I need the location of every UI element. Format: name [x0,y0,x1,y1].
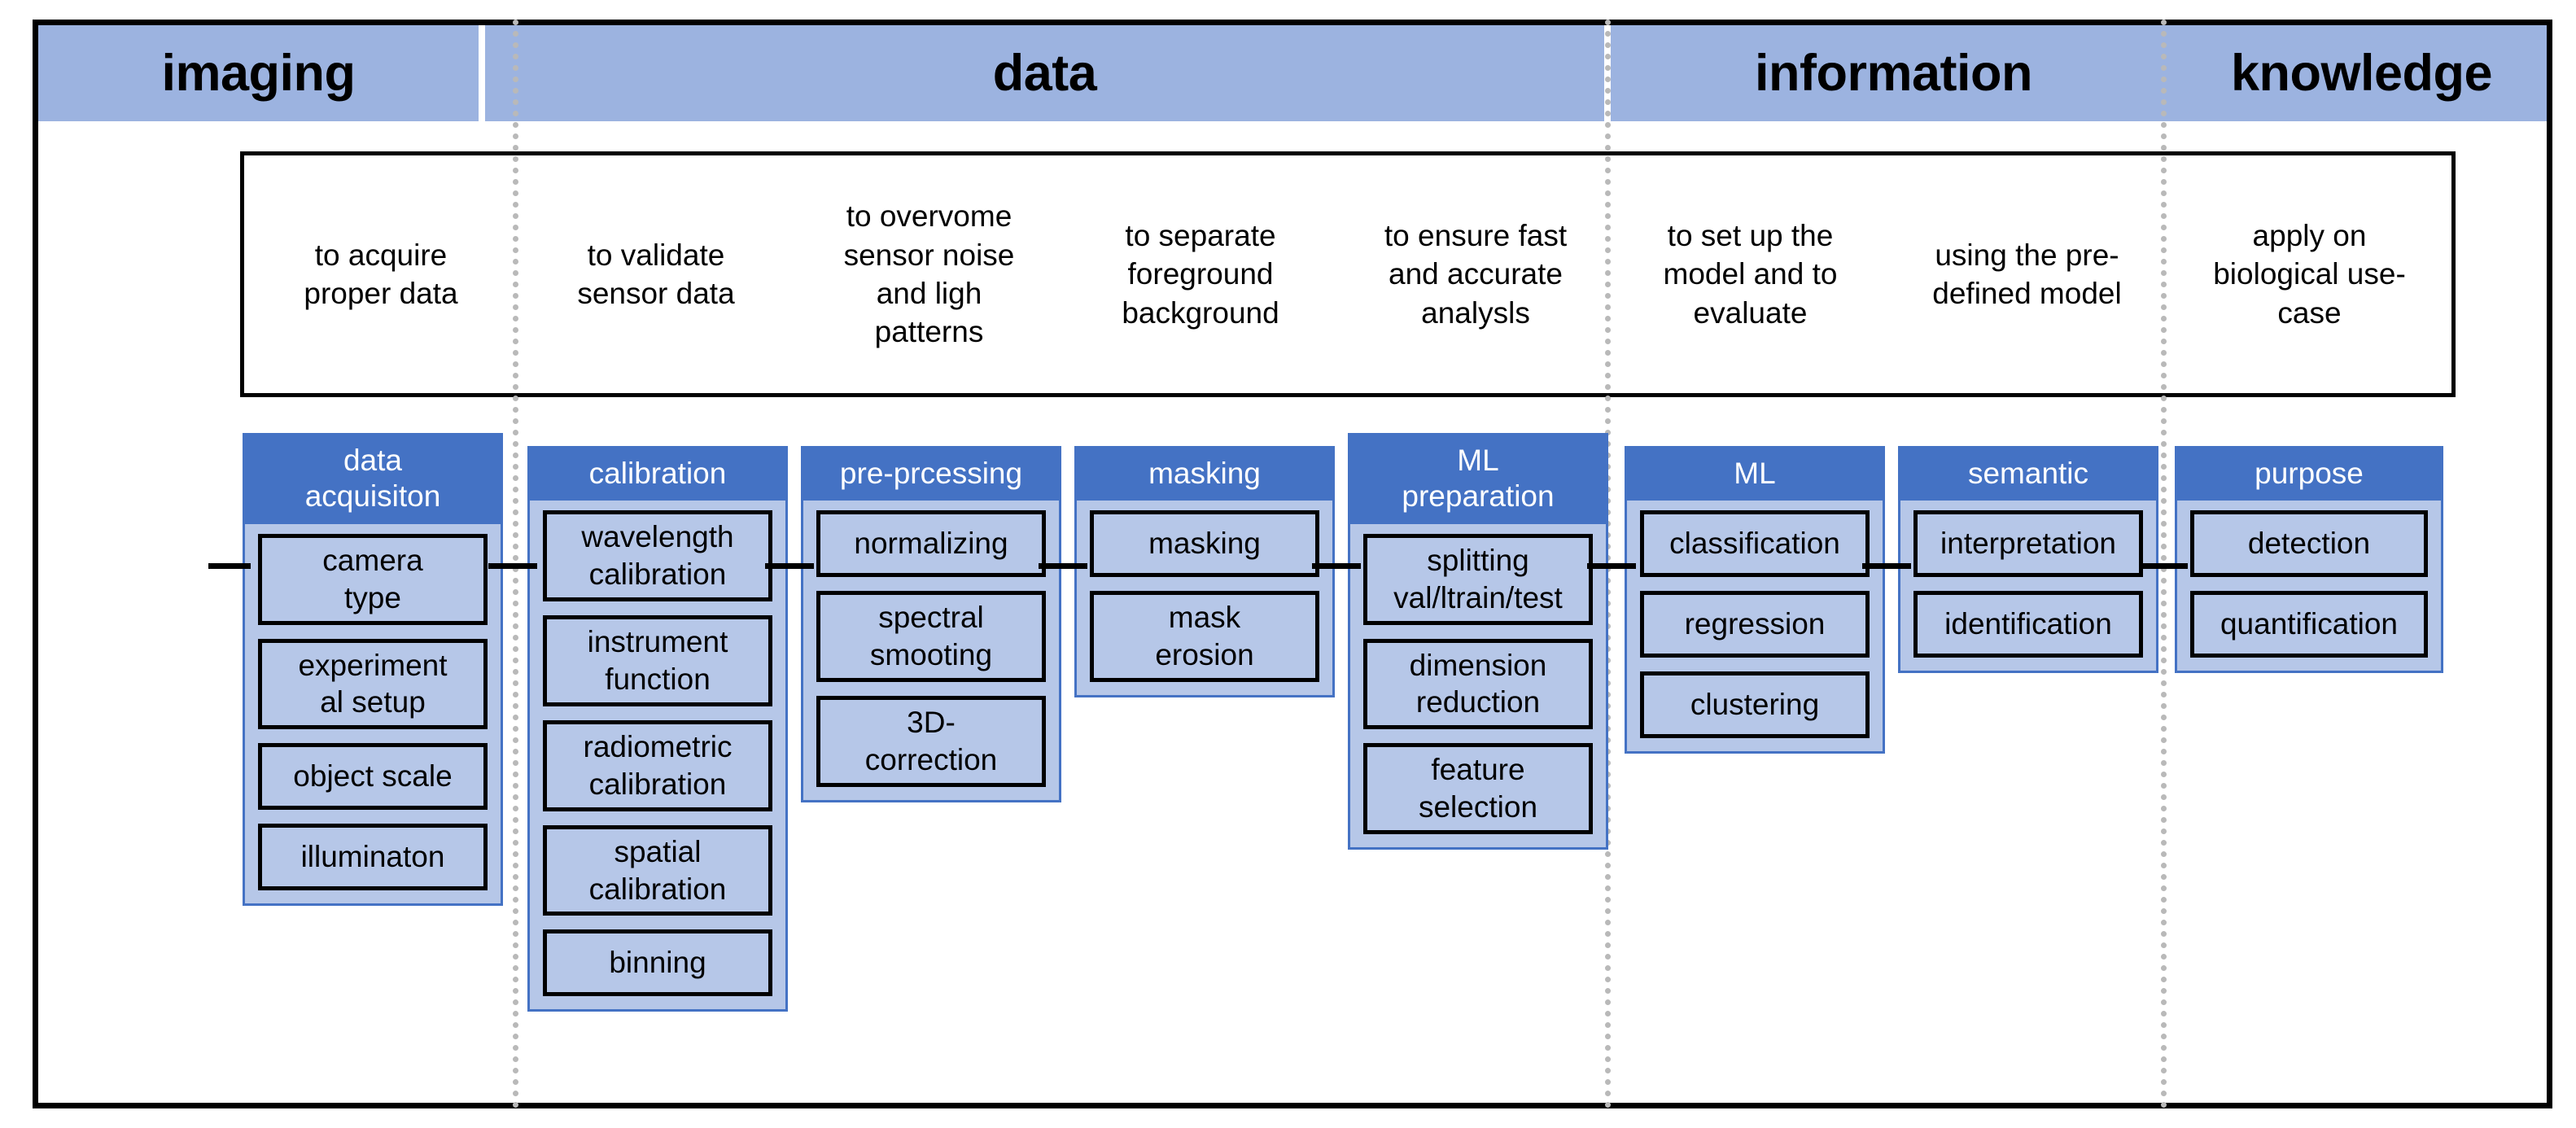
group-semantic[interactable]: semantic interpretation identification [1898,446,2158,674]
stage-cell-knowledge[interactable]: knowledge [2176,25,2547,121]
description-cell-3: to separate foreground background [1064,155,1337,393]
description-cell-0: to acquire proper data [244,155,518,393]
description-text-5: to set up the model and to evaluate [1663,218,1838,330]
group-header-semantic: semantic [1900,448,2156,501]
stage-cell-information[interactable]: information [1611,25,2176,121]
item-splitting-val-train-test[interactable]: splitting val/ltrain/test [1363,533,1593,625]
diagram-outer-frame [33,20,2552,1108]
group-pre-processing[interactable]: pre-prcessing normalizing spectral smoot… [801,446,1061,802]
item-classification[interactable]: classification [1640,510,1870,578]
item-experimental-setup[interactable]: experiment al setup [258,638,488,730]
connector-line-7 [2139,563,2188,569]
group-items-ml: classification regression clustering [1627,501,1883,739]
description-text-4: to ensure fast and accurate analysls [1384,218,1568,330]
description-text-6: using the pre- defined model [1932,238,2122,310]
group-purpose[interactable]: purpose detection quantification [2175,446,2443,674]
description-text-1: to validate sensor data [577,238,735,310]
item-feature-selection[interactable]: feature selection [1363,743,1593,835]
group-items-semantic: interpretation identification [1900,501,2156,658]
group-header-ml-preparation: ML preparation [1350,435,1606,524]
group-header-pre-processing: pre-prcessing [803,448,1059,501]
connector-line-5 [1587,563,1636,569]
description-text-2: to overvome sensor noise and ligh patter… [843,199,1015,349]
item-normalizing[interactable]: normalizing [816,510,1046,578]
description-cell-5: to set up the model and to evaluate [1614,155,1887,393]
group-ml-preparation[interactable]: ML preparation splitting val/ltrain/test… [1348,433,1608,850]
item-camera-type[interactable]: camera type [258,533,488,625]
stage-label-information: information [1755,44,2032,102]
item-radiometric-calibration[interactable]: radiometric calibration [543,719,772,811]
group-header-masking: masking [1077,448,1332,501]
group-items-calibration: wavelength calibration instrument functi… [530,501,785,997]
stage-gap-1 [479,25,485,121]
description-cell-7: apply on biological use- case [2167,155,2451,393]
item-detection[interactable]: detection [2190,510,2428,578]
group-items-pre-processing: normalizing spectral smooting 3D- correc… [803,501,1059,787]
group-header-purpose: purpose [2177,448,2441,501]
group-items-purpose: detection quantification [2177,501,2441,658]
group-masking[interactable]: masking masking mask erosion [1074,446,1335,698]
group-calibration[interactable]: calibration wavelength calibration instr… [527,446,788,1012]
item-spatial-calibration[interactable]: spatial calibration [543,824,772,916]
item-instrument-function[interactable]: instrument function [543,615,772,706]
connector-line-2 [765,563,814,569]
item-clustering[interactable]: clustering [1640,671,1870,739]
connector-line-1 [488,563,537,569]
item-regression[interactable]: regression [1640,591,1870,658]
stage-label-imaging: imaging [161,44,356,102]
item-masking[interactable]: masking [1090,510,1319,578]
item-identification[interactable]: identification [1913,591,2143,658]
group-items-masking: masking mask erosion [1077,501,1332,683]
connector-line-6 [1862,563,1911,569]
group-items-ml-preparation: splitting val/ltrain/test dimension redu… [1350,524,1606,835]
item-wavelength-calibration[interactable]: wavelength calibration [543,510,772,602]
item-object-scale[interactable]: object scale [258,743,488,811]
stage-cell-data[interactable]: data [485,25,1604,121]
item-binning[interactable]: binning [543,929,772,997]
stage-label-knowledge: knowledge [2230,44,2493,102]
item-illumination[interactable]: illuminaton [258,824,488,891]
group-header-data-acquisition: data acquisiton [245,435,501,524]
description-cell-6: using the pre- defined model [1887,155,2167,393]
stage-header-band: imaging data information knowledge [38,25,2547,121]
description-text-0: to acquire proper data [304,238,458,310]
description-cell-1: to validate sensor data [518,155,794,393]
stage-cell-imaging[interactable]: imaging [38,25,479,121]
group-header-calibration: calibration [530,448,785,501]
group-header-ml: ML [1627,448,1883,501]
item-dimension-reduction[interactable]: dimension reduction [1363,638,1593,730]
item-mask-erosion[interactable]: mask erosion [1090,591,1319,683]
group-ml[interactable]: ML classification regression clustering [1625,446,1885,754]
group-data-acquisition[interactable]: data acquisiton camera type experiment a… [243,433,503,907]
connector-line-4 [1312,563,1361,569]
description-text-7: apply on biological use- case [2213,218,2406,330]
description-row-frame: to acquire proper data to validate senso… [240,151,2456,397]
item-interpretation[interactable]: interpretation [1913,510,2143,578]
connector-line-3 [1039,563,1087,569]
item-3d-correction[interactable]: 3D- correction [816,696,1046,787]
stage-label-data: data [992,44,1097,102]
connector-line-left-stub [208,563,251,569]
description-cell-4: to ensure fast and accurate analysls [1337,155,1614,393]
group-items-data-acquisition: camera type experiment al setup object s… [245,524,501,891]
description-text-3: to separate foreground background [1122,218,1279,330]
item-spectral-smoothing[interactable]: spectral smooting [816,591,1046,683]
item-quantification[interactable]: quantification [2190,591,2428,658]
description-cell-2: to overvome sensor noise and ligh patter… [794,155,1064,393]
